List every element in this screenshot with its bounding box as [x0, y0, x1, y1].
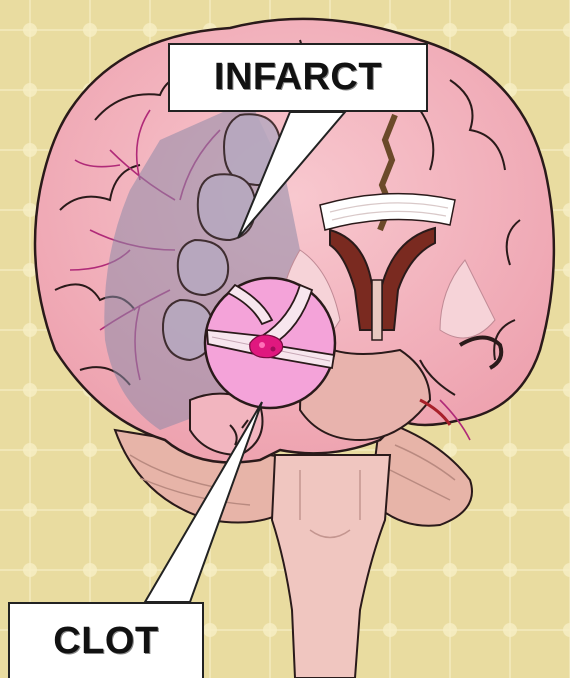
- clot-label: CLOT: [8, 602, 204, 678]
- clot-mass: [250, 335, 283, 358]
- magnifier: [205, 278, 335, 408]
- infarct-label: INFARCT: [168, 43, 428, 112]
